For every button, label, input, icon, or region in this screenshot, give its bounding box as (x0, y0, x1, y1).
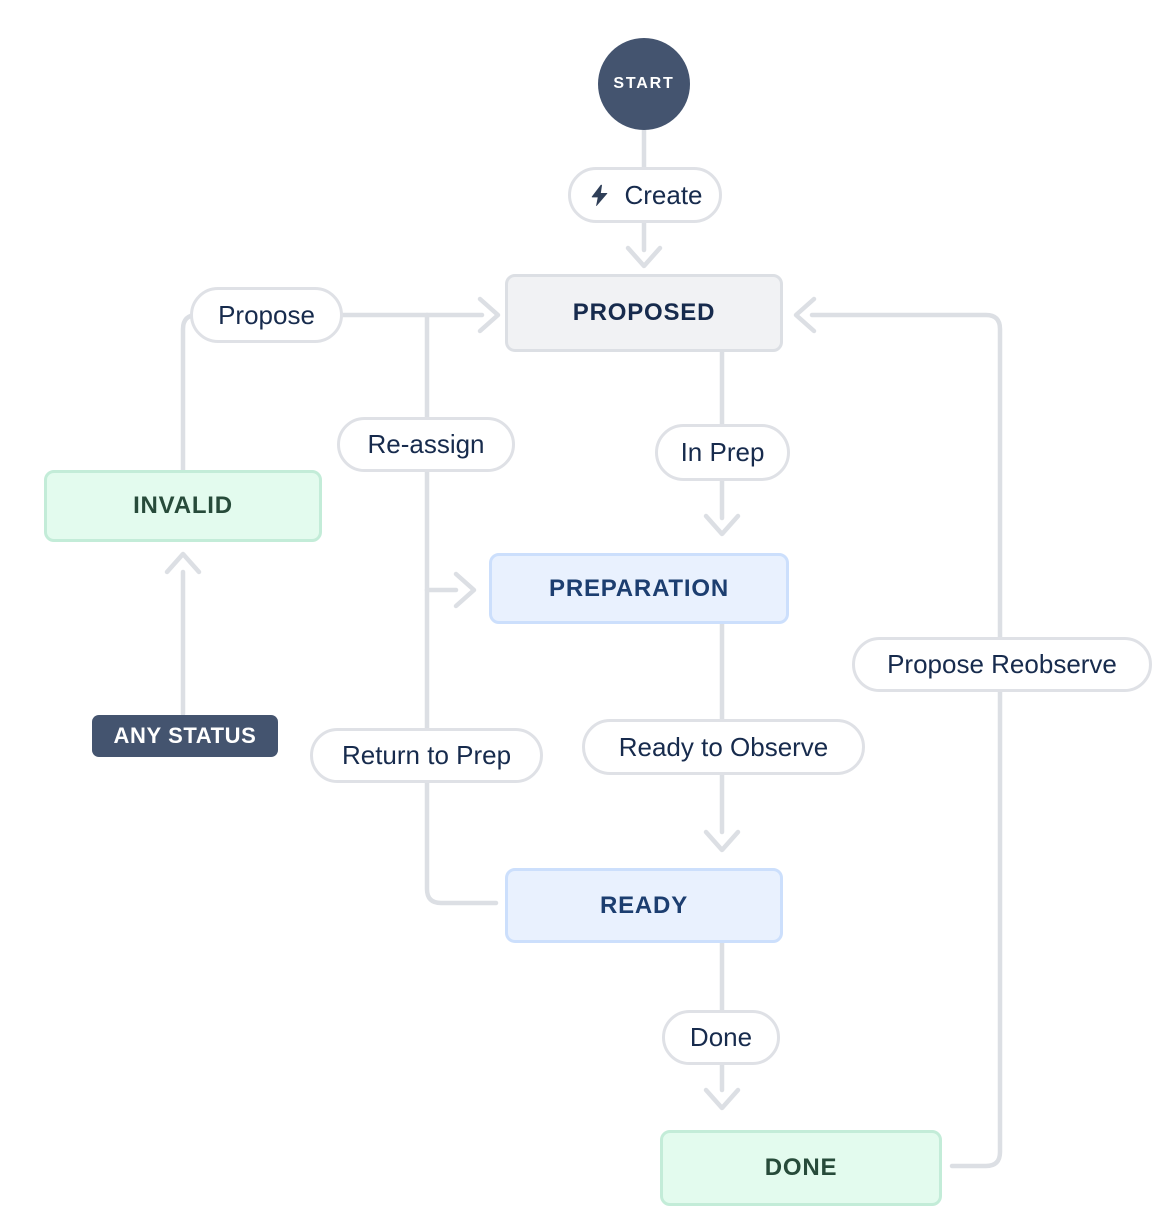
arrowhead-down-preparation (703, 513, 741, 537)
arrowhead-down-ready (703, 829, 741, 853)
transition-propose[interactable]: Propose (190, 287, 343, 343)
arrowhead-right-proposed (477, 296, 501, 334)
status-ready[interactable]: READY (505, 868, 783, 943)
transition-return-to-prep-label: Return to Prep (341, 740, 512, 770)
transition-in-prep[interactable]: In Prep (655, 424, 790, 481)
transition-ready-to-observe[interactable]: Ready to Observe (582, 719, 865, 775)
arrowhead-right-preparation (453, 571, 477, 609)
edge-return-to-prep-branch (424, 571, 477, 609)
any-status-badge[interactable]: ANY STATUS (92, 715, 278, 757)
lightning-bolt-icon (587, 183, 612, 208)
start-node[interactable]: START (598, 38, 690, 130)
status-done[interactable]: DONE (660, 1130, 942, 1206)
transition-reassign[interactable]: Re-assign (337, 417, 515, 472)
status-preparation-label: PREPARATION (549, 574, 729, 602)
transition-propose-label: Propose (218, 299, 315, 330)
status-proposed-label: PROPOSED (572, 299, 716, 326)
transition-done[interactable]: Done (662, 1010, 780, 1065)
status-preparation[interactable]: PREPARATION (489, 553, 789, 624)
start-label: START (613, 75, 675, 92)
arrowhead-left-proposed (793, 296, 817, 334)
transition-create-label: Create (624, 179, 703, 210)
transition-return-to-prep[interactable]: Return to Prep (310, 728, 543, 783)
any-status-label: ANY STATUS (113, 723, 257, 748)
arrowhead-down-done (703, 1087, 741, 1111)
status-invalid[interactable]: INVALID (44, 470, 322, 542)
edge-reassign-trunk (424, 312, 499, 906)
transition-done-label: Done (689, 1022, 753, 1052)
status-ready-label: READY (599, 891, 688, 919)
status-done-label: DONE (764, 1154, 838, 1181)
transition-propose-reobserve[interactable]: Propose Reobserve (852, 637, 1152, 692)
status-proposed[interactable]: PROPOSED (505, 274, 783, 352)
transition-create[interactable]: Create (568, 167, 722, 223)
transition-reassign-label: Re-assign (367, 429, 485, 459)
transition-propose-reobserve-label: Propose Reobserve (887, 649, 1117, 679)
edge-any-status-invalid (164, 551, 202, 717)
arrowhead-up-invalid (164, 551, 202, 575)
arrowhead-down-proposed (625, 245, 663, 269)
transition-in-prep-label: In Prep (680, 437, 765, 467)
edge-propose-reobserve (793, 296, 1003, 1169)
transition-ready-to-observe-label: Ready to Observe (618, 731, 829, 762)
status-invalid-label: INVALID (133, 492, 233, 519)
